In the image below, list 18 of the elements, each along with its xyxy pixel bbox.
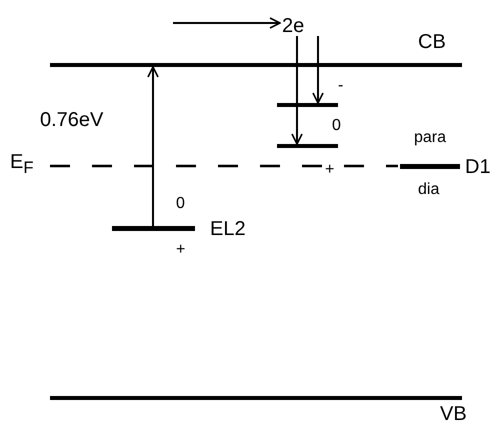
- charge-state-label: -: [338, 78, 344, 94]
- charge-state-label: +: [176, 242, 186, 258]
- energy-value-label: 0.76eV: [40, 110, 104, 130]
- arrow: [291, 36, 303, 145]
- band-label: CB: [418, 32, 446, 52]
- charge-state-label: 0: [332, 118, 341, 134]
- charge-state-label: 0: [176, 196, 185, 212]
- level-label: EL2: [210, 219, 246, 239]
- state-label: dia: [418, 182, 440, 198]
- band-label: VB: [440, 404, 467, 424]
- state-label: para: [414, 130, 446, 146]
- arrow: [173, 17, 281, 29]
- arrow: [312, 36, 324, 104]
- fermi-level-label: E$_{F}$: [10, 152, 34, 178]
- charge-state-label: +: [325, 162, 334, 178]
- arrow: [147, 66, 159, 226]
- particle-label: 2e: [282, 16, 304, 36]
- level-label: D1: [465, 157, 491, 177]
